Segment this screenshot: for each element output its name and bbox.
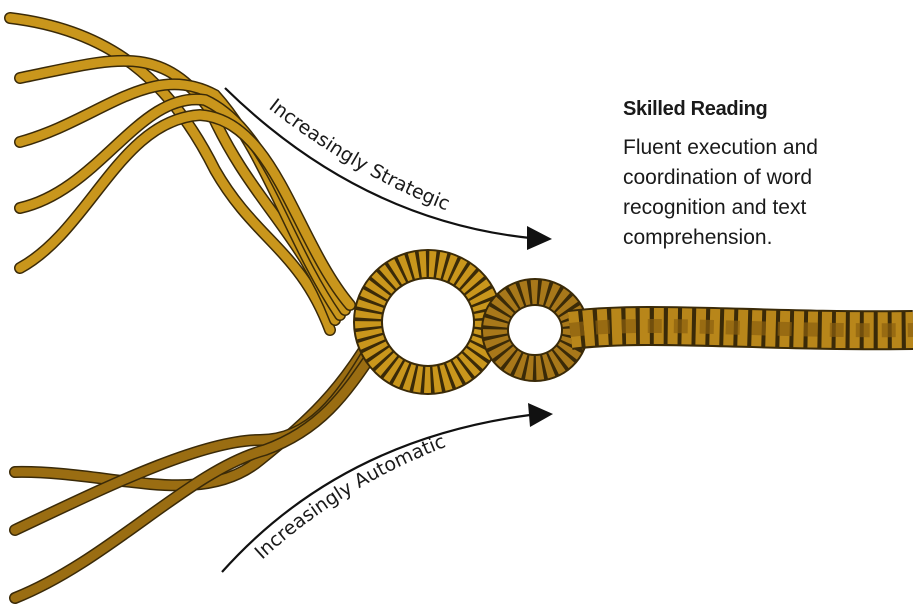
automatic-arrow <box>221 403 553 573</box>
upper-strand-5 <box>14 108 356 311</box>
strategic-arrow <box>224 87 552 250</box>
outcome-title: Skilled Reading <box>623 98 768 120</box>
lower-strand-3 <box>9 344 381 604</box>
strategic-arrowhead-icon <box>527 226 552 250</box>
braided-rope <box>353 249 913 395</box>
outcome-panel: Skilled Reading Fluent execution and coo… <box>623 98 908 253</box>
outcome-description: Fluent execution and coordination of wor… <box>623 136 818 249</box>
upper-strands <box>4 12 356 336</box>
upper-strand-3 <box>14 78 346 321</box>
lower-strand-1 <box>9 334 376 492</box>
lower-strands <box>9 334 381 604</box>
automatic-arrowhead-icon <box>528 403 553 427</box>
upper-strand-1 <box>4 12 336 336</box>
